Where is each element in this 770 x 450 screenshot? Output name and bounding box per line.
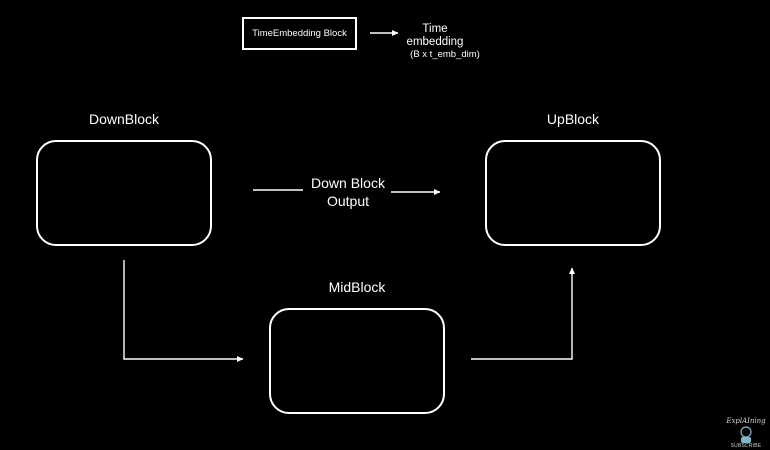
down-block-title: DownBlock	[88, 111, 160, 127]
mid-block-title: MidBlock	[328, 279, 386, 295]
up-block-title: UpBlock	[546, 111, 600, 127]
channel-logo-icon: ExplAIning	[725, 417, 766, 443]
time-embedding-output-label: Time embedding	[406, 23, 464, 48]
mid-to-up-arrow	[471, 267, 575, 360]
mid-block-box	[269, 308, 445, 414]
svg-text:ExplAIning: ExplAIning	[725, 417, 766, 425]
time-embedding-block-label: TimeEmbedding Block	[252, 28, 347, 39]
time-embedding-block: TimeEmbedding Block	[242, 17, 357, 50]
subscribe-text: SUBSCRIBE	[730, 443, 762, 449]
time-embedding-output-shape: (B x t_emb_dim)	[410, 49, 480, 60]
up-block-box	[485, 140, 661, 246]
down-block-box	[36, 140, 212, 246]
skip-connection-label: Down Block Output	[311, 175, 385, 209]
down-to-mid-arrow	[123, 260, 244, 362]
